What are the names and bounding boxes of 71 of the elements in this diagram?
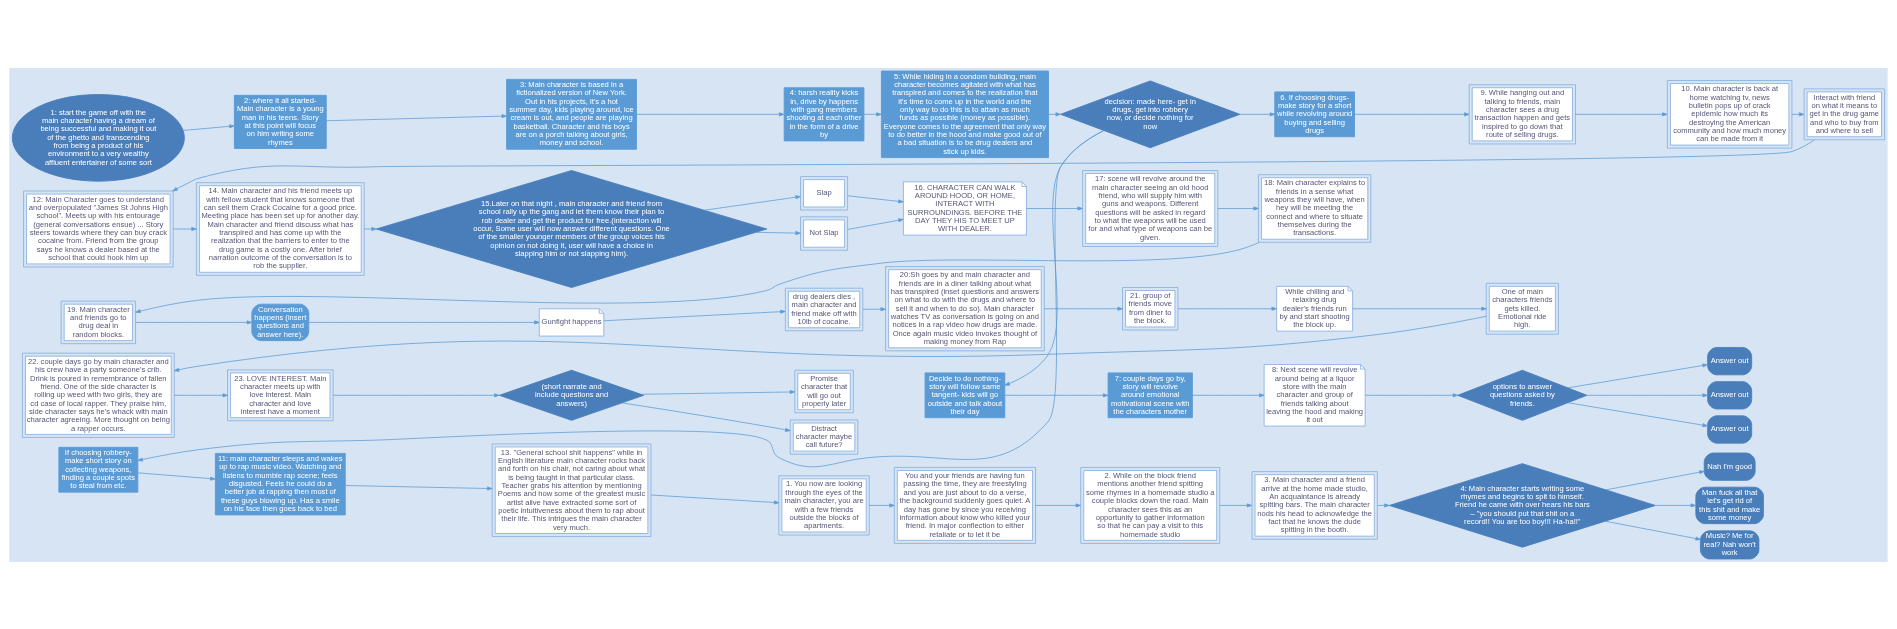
arrow: [1177, 306, 1277, 311]
arrow: [1026, 206, 1083, 210]
node-box: Nah I'm good: [1703, 452, 1756, 481]
arrow: [1048, 111, 1061, 116]
arrow: [650, 494, 780, 504]
arrow: [137, 129, 1105, 467]
arrow: [1575, 111, 1668, 116]
node-ellipse: 1: start the game off with the main character having a dream of being successful and making it out of the ghetto and transcending from being a product of his environment to a very wealthy affluent entertainer of some sort: [11, 93, 185, 182]
node-diamond: (short narrate and include questions and answers): [498, 369, 645, 421]
arrow: [1219, 502, 1253, 507]
node-box: 4: harsh reality kicks in, drive by happens with gang members shooting at each other in the form of a drive by: [783, 86, 865, 141]
arrow: [862, 306, 886, 311]
arrow: [863, 111, 882, 116]
arrow: [755, 230, 801, 235]
arrow: [1567, 363, 1708, 388]
arrow: [1044, 306, 1123, 311]
arrow: [325, 113, 507, 121]
node-diamond: options to answer questions asked by friends.: [1457, 369, 1588, 421]
arrow: [1004, 129, 1105, 386]
arrow: [1035, 502, 1081, 507]
arrow: [172, 226, 197, 231]
arrow: [640, 389, 796, 395]
node-diamond: 4: Main character starts writing some rhymes and begins to spit to himself. Friend he came with over hears his bars – "you should put that shit on a record!! You are too boy!!! Ha-ha!!": [1389, 462, 1656, 548]
arrow: [847, 217, 904, 230]
arrow: [1567, 401, 1708, 427]
arrow: [1605, 469, 1705, 490]
node-box: Answer out: [1707, 414, 1753, 444]
node-box: 5: While hiding in a condom building, main character becomes agitated with what has transpired and comes to the realization that it's time to come up in the world and the only way to do this is to attain as much funds as possible (money as possible). Everyone comes to the agreement that only way to do better in the hood and make good out of a bad situation is to be drug dealers and stick up kids.: [880, 70, 1049, 158]
node-box: Decide to do nothing-story will follow same tangent- kids will go outside and talk about their day: [924, 371, 1006, 418]
arrow: [173, 315, 1487, 372]
node-box: Man fuck all that let's get rid of this shit and make some money: [1695, 486, 1764, 524]
arrow: [868, 502, 895, 507]
node-box: 6. If choosing drugs- make story for a short while revolving around buying and selling drugs: [1274, 90, 1355, 137]
node-box: 11: main character sleeps and wakes up to rap music video. Watching and listens to mumble rap scene; feels disgusted. Feels he could do a better job at rapping then most of these guys blowing up. Has a smile on his face then goes back to bed: [214, 452, 346, 515]
arrow: [345, 484, 493, 490]
arrow: [1352, 306, 1487, 311]
arrow: [135, 241, 1260, 313]
arrow: [172, 139, 1815, 191]
arrow: [173, 392, 228, 397]
arrow: [135, 319, 253, 324]
arrow: [847, 194, 904, 203]
arrow: [1586, 392, 1708, 397]
node-box: Answer out: [1707, 380, 1753, 409]
arrow: [137, 471, 216, 481]
arrow: [1192, 392, 1265, 397]
node-box: 2: where it all started- Main character is a young man in his teens. Story at this point will focus on him writing some rhymes: [233, 94, 327, 149]
arrow: [182, 123, 235, 131]
arrow: [603, 309, 786, 321]
arrow: [1655, 502, 1696, 507]
arrow: [363, 226, 377, 231]
node-box: 7: couple days go by, story will revolve around emotional motivational scene with the characters mother: [1107, 371, 1193, 418]
arrow: [704, 194, 801, 211]
arrow: [1217, 206, 1259, 210]
arrow: [332, 392, 500, 397]
node-box: Answer out: [1707, 346, 1753, 375]
arrow: [308, 319, 540, 324]
node-diamond: decision: made here- get in drugs, get into robbery now, or decide nothing for now: [1060, 79, 1241, 148]
arrow: [621, 402, 791, 432]
arrow: [1364, 392, 1459, 397]
arrow: [1377, 502, 1390, 507]
node-box: If choosing robbery- make short story on collecting weapons, finding a couple spots to steal from etc.: [58, 446, 139, 493]
arrow: [636, 111, 785, 116]
arrow: [1004, 392, 1109, 397]
arrow: [1354, 111, 1470, 116]
node-diamond: 15.Later on that night , main character and friend from school rally up the gang and let them know their plan to rob dealer and get the product for free.(interaction will occur, Some user will now answer different questions. One of the smaller younger members of the group voices his opinion on not doing it, user will have a choice in slapping him or not slapping him).: [375, 169, 768, 288]
node-box: 3: Main character is based in a fictionalized version of New York. Out in his projects, it's a hot summer day, kids playing around, ice cream is out, and people are playing basketball. Character and his boys are on a porch talking about girls, money and school.: [506, 78, 637, 150]
arrow: [1791, 111, 1805, 116]
node-box: Conversation happens (insert questions and answer here).: [251, 303, 310, 341]
arrow: [1604, 520, 1701, 541]
arrow: [1239, 111, 1275, 116]
node-box: Music? Me for real? Nah won't work: [1699, 529, 1760, 559]
